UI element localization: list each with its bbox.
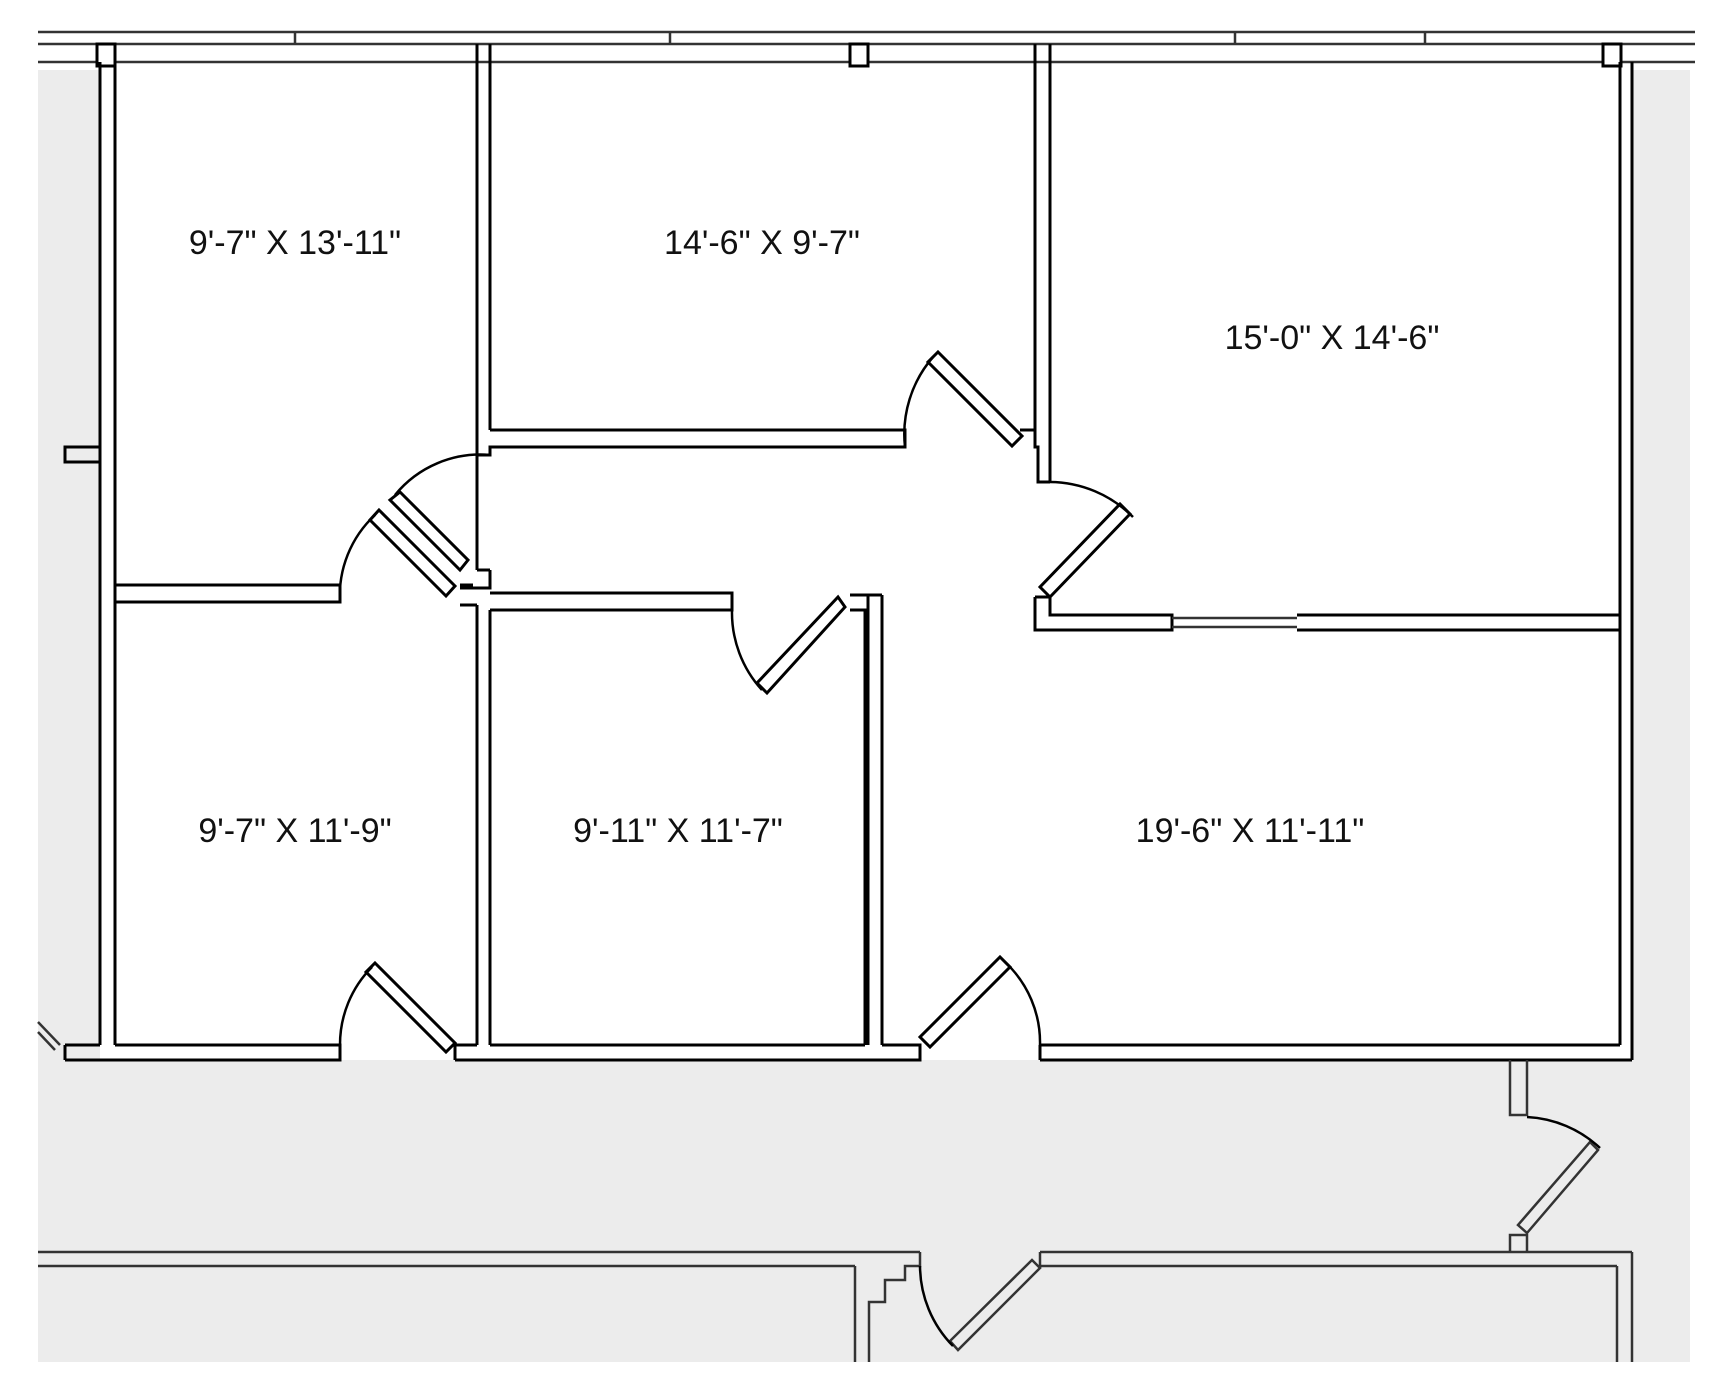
room-fills — [115, 70, 1620, 1045]
door-top-middle — [903, 349, 1025, 449]
door-entry-bottom — [918, 1258, 1042, 1352]
door-bottom-middle — [730, 594, 847, 696]
corridor-shading — [38, 70, 1690, 1362]
doors — [338, 349, 1601, 1352]
room-labels: 9'-7" X 13'-11" 14'-6" X 9'-7" 15'-0" X … — [189, 224, 1440, 850]
column-right — [1601, 42, 1623, 68]
room-label-bottom-middle: 9'-11" X 11'-7" — [573, 812, 783, 850]
exterior-wall-top — [38, 30, 1695, 68]
interior-walls — [63, 44, 1634, 1252]
door-bottom-left — [338, 960, 458, 1055]
door-top-left — [338, 507, 458, 603]
door-top-right — [1037, 480, 1134, 600]
column-middle — [848, 42, 870, 68]
column-left — [95, 42, 117, 68]
exterior-wall-bottom — [37, 1021, 1634, 1362]
room-label-bottom-right: 19'-6" X 11'-11" — [1136, 812, 1365, 850]
room-label-top-left: 9'-7" X 13'-11" — [189, 224, 401, 262]
door-hall-upper — [387, 453, 491, 573]
room-label-top-right: 15'-0" X 14'-6" — [1225, 319, 1440, 357]
door-bottom-right — [917, 954, 1042, 1050]
room-label-bottom-left: 9'-7" X 11'-9" — [198, 812, 391, 850]
room-label-top-middle: 14'-6" X 9'-7" — [664, 224, 860, 262]
door-corridor-right — [1516, 1115, 1601, 1235]
